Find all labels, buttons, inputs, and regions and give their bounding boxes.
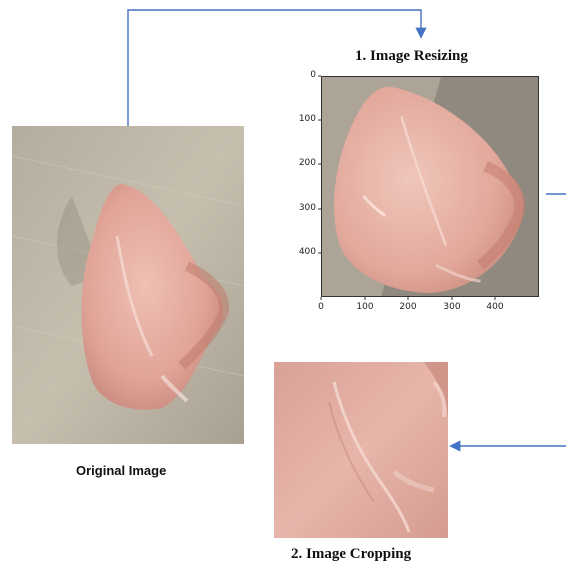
y-tick-label-300: 300 <box>290 203 316 213</box>
x-tick-label-0: 0 <box>306 302 336 312</box>
cropped-image <box>274 362 448 538</box>
y-tick-label-400: 400 <box>290 247 316 257</box>
x-tick-label-400: 400 <box>480 302 510 312</box>
x-tick-label-100: 100 <box>350 302 380 312</box>
y-tick-label-0: 0 <box>290 70 316 80</box>
y-tick-label-100: 100 <box>290 114 316 124</box>
cropping-title: 2. Image Cropping <box>291 546 411 563</box>
y-tick-label-200: 200 <box>290 158 316 168</box>
x-tick-label-200: 200 <box>393 302 423 312</box>
x-tick-label-300: 300 <box>437 302 467 312</box>
